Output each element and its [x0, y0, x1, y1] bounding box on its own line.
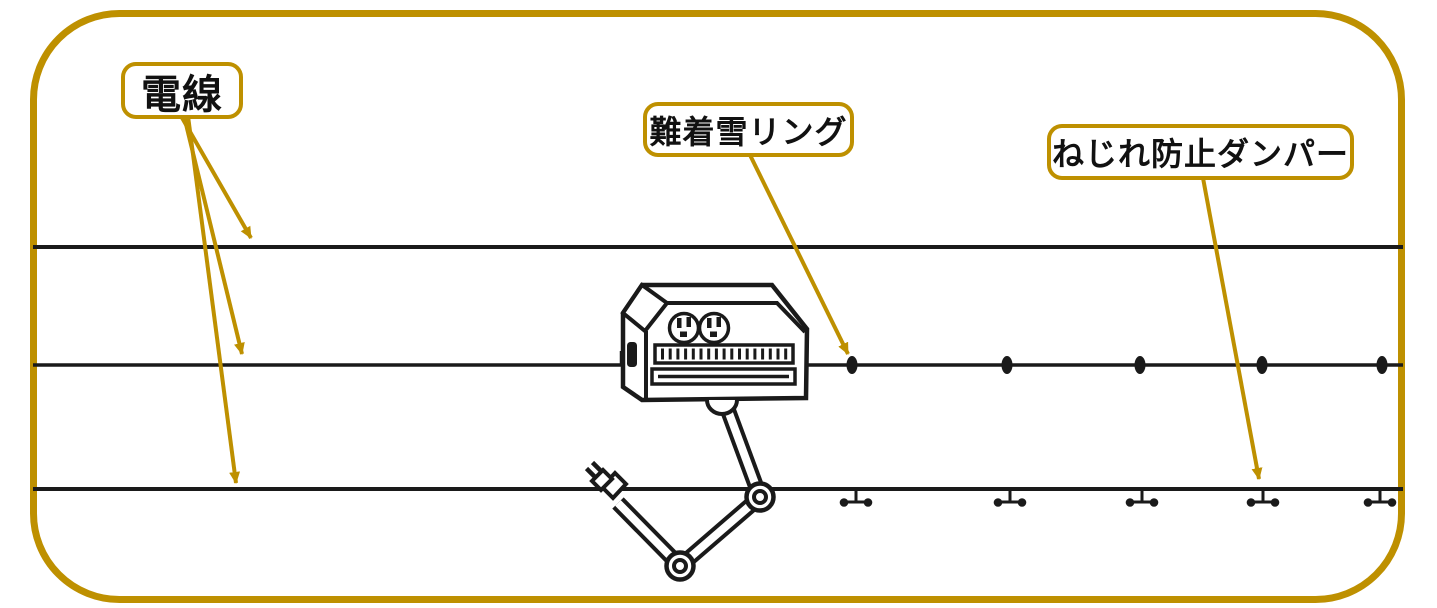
snow-ring-label-text: 難着雪リング	[649, 113, 848, 150]
damper-label-text: ねじれ防止ダンパー	[1051, 136, 1349, 172]
socket-eye-right	[697, 311, 731, 345]
grille	[653, 343, 795, 365]
snow-ring	[846, 356, 858, 374]
robot-arm	[584, 402, 776, 582]
leader-arrows	[179, 115, 1263, 484]
robot-device	[619, 282, 810, 416]
socket-eye-left	[667, 311, 701, 345]
arm-joint-bottom	[664, 550, 696, 582]
snow-ring	[1376, 356, 1388, 374]
torsion-damper	[839, 489, 873, 507]
lower-slot	[650, 367, 797, 386]
arm-pivot-dome	[705, 399, 739, 416]
diagram-border	[30, 10, 1405, 603]
wire-label: 電線	[121, 62, 243, 119]
arm-gripper-plug	[584, 460, 629, 501]
torsion-damper	[993, 489, 1027, 507]
wire-label-text: 電線	[141, 72, 223, 117]
snow-ring	[1256, 356, 1268, 374]
damper-label: ねじれ防止ダンパー	[1047, 124, 1354, 180]
snow-ring	[1134, 356, 1146, 374]
torsion-dampers-group	[839, 489, 1397, 507]
arm-joint-elbow	[744, 481, 776, 513]
snow-ring-label: 難着雪リング	[643, 102, 854, 157]
snow-ring	[1001, 356, 1013, 374]
ring-arrow	[748, 154, 850, 355]
snow-rings-group	[846, 356, 1388, 374]
torsion-damper	[1246, 489, 1280, 507]
damper-arrow	[1201, 177, 1263, 480]
wire-arrow-bottom	[186, 115, 241, 484]
side-handle	[627, 342, 637, 367]
torsion-damper	[1363, 489, 1397, 507]
torsion-damper	[1125, 489, 1159, 507]
